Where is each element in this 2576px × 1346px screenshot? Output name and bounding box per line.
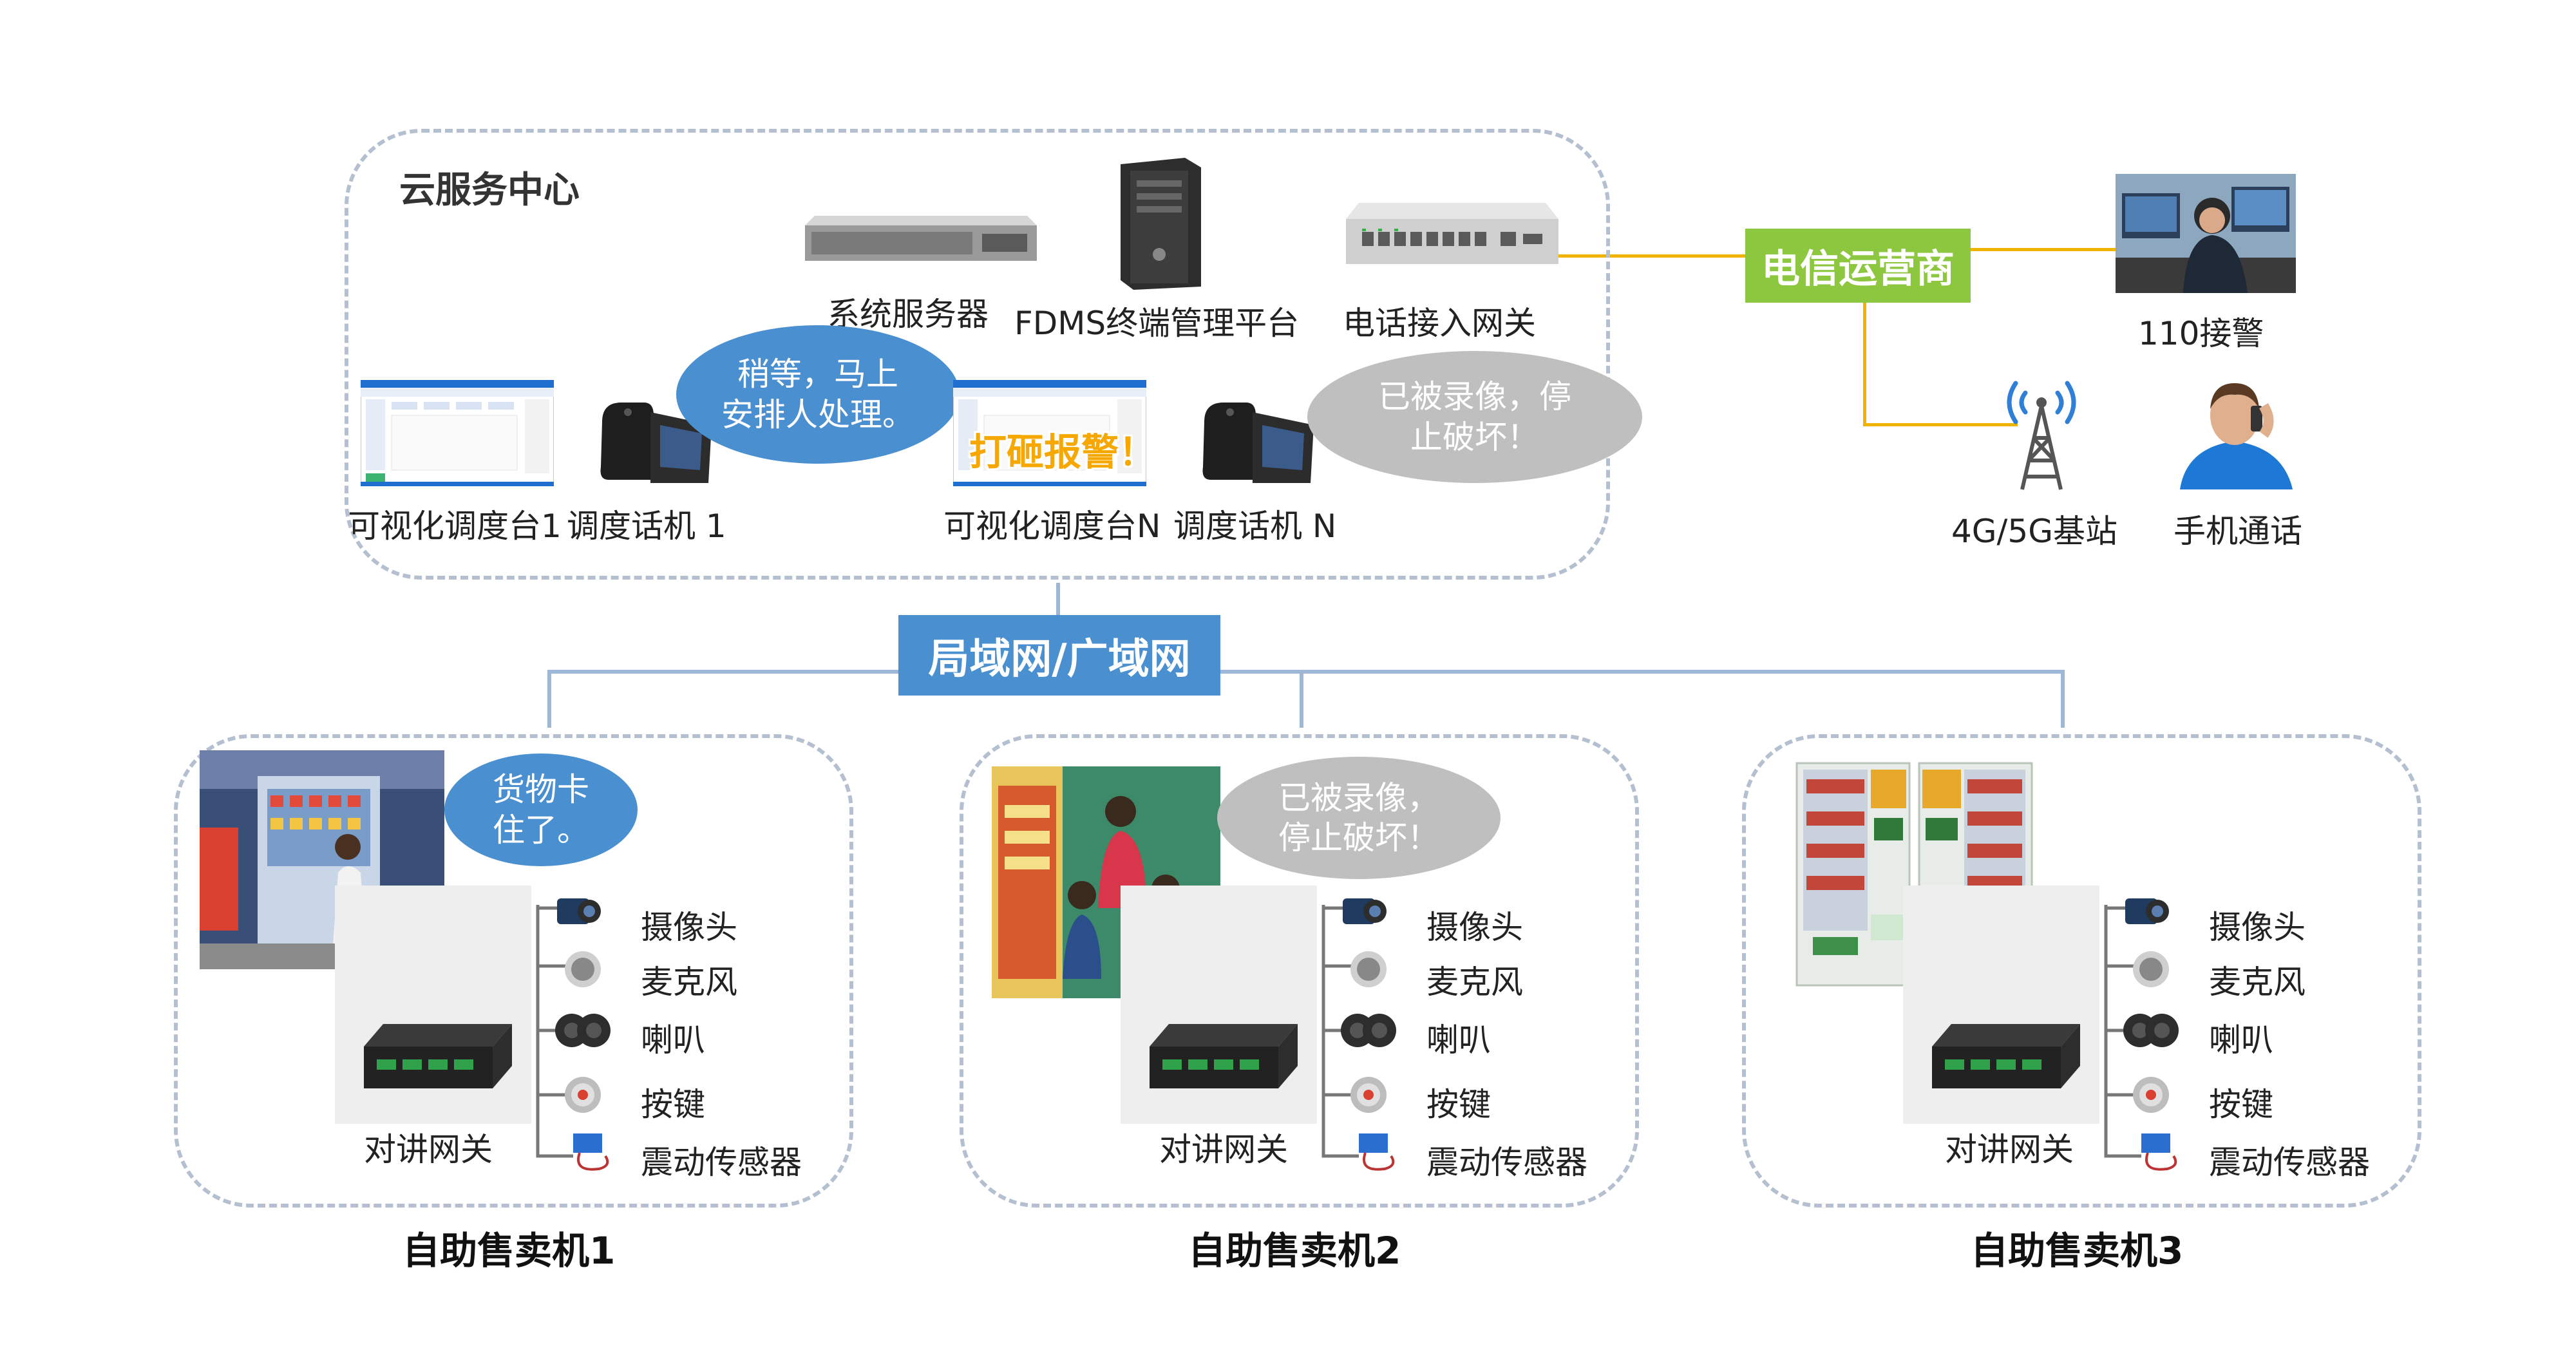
phone-n-label: 调度话机 N bbox=[1173, 507, 1337, 545]
machine-2-microphone-icon bbox=[1346, 947, 1391, 992]
machine-3-camera-icon bbox=[2122, 892, 2174, 931]
machine-3-vibration-sensor-icon bbox=[2128, 1130, 2186, 1175]
desk-phone-n-icon bbox=[1198, 396, 1317, 486]
machine-1-device-speaker: 喇叭 bbox=[641, 1021, 705, 1059]
machine-3-button-icon bbox=[2128, 1072, 2174, 1117]
machine-1-button-icon bbox=[560, 1072, 605, 1117]
console-1-screen bbox=[360, 379, 554, 487]
machine-1-speaker-icon bbox=[554, 1008, 612, 1053]
carrier-to-station-line bbox=[1863, 423, 2018, 426]
mobile-call-label: 手机通话 bbox=[2174, 513, 2302, 550]
machine-3-speaker-icon bbox=[2122, 1008, 2180, 1053]
bus-drop-3 bbox=[2061, 670, 2065, 728]
network-bus-line bbox=[547, 670, 2064, 674]
machine-2-device-speaker: 喇叭 bbox=[1426, 1021, 1491, 1059]
network-badge: 局域网/广域网 bbox=[898, 615, 1220, 696]
machine-3-gateway-label: 对讲网关 bbox=[1945, 1131, 2074, 1168]
machine-2-button-icon bbox=[1346, 1072, 1391, 1117]
machine-2-camera-icon bbox=[1340, 892, 1391, 931]
alarm-overlay: 打砸报警！ bbox=[969, 430, 1157, 474]
machine-2-device-microphone: 麦克风 bbox=[1426, 963, 1523, 1001]
machine-3-device-camera: 摄像头 bbox=[2209, 909, 2306, 946]
machine-1-gateway-label: 对讲网关 bbox=[364, 1131, 493, 1168]
machine-2-title: 自助售卖机2 bbox=[1188, 1229, 1401, 1273]
machine-2-gateway-label: 对讲网关 bbox=[1159, 1131, 1288, 1168]
bus-drop-1 bbox=[547, 670, 551, 728]
gateway-to-carrier-line bbox=[1558, 254, 1758, 258]
machine-2-bubble: 已被录像， 停止破坏！ bbox=[1217, 757, 1501, 879]
system-server-label: 系统服务器 bbox=[828, 296, 989, 333]
machine-1-camera-icon bbox=[554, 892, 605, 931]
police-label: 110接警 bbox=[2138, 315, 2264, 352]
console-n-screen bbox=[952, 379, 1147, 487]
mobile-call-person-image bbox=[2167, 370, 2302, 489]
machine-3-device-button: 按键 bbox=[2209, 1086, 2273, 1123]
fdms-platform-label: FDMS终端管理平台 bbox=[1014, 305, 1300, 342]
carrier-to-police-line bbox=[1971, 248, 2132, 251]
console-n-label: 可视化调度台N bbox=[943, 507, 1161, 545]
cloud-center-zone bbox=[345, 129, 1610, 580]
machine-2-device-camera: 摄像头 bbox=[1426, 909, 1523, 946]
rack-server-icon bbox=[802, 209, 1040, 267]
cloud-to-network-line bbox=[1056, 583, 1060, 625]
machine-3-zone bbox=[1742, 734, 2421, 1208]
console-1-label: 可视化调度台1 bbox=[348, 507, 562, 545]
phone-gateway-icon bbox=[1346, 203, 1558, 267]
carrier-badge: 电信运营商 bbox=[1745, 229, 1971, 303]
machine-2-speaker-icon bbox=[1340, 1008, 1397, 1053]
machine-2-device-vibration: 震动传感器 bbox=[1426, 1144, 1587, 1181]
machine-2-gateway-icon bbox=[1143, 1018, 1304, 1095]
machine-1-microphone-icon bbox=[560, 947, 605, 992]
machine-3-device-microphone: 麦克风 bbox=[2209, 963, 2306, 1001]
tower-server-icon bbox=[1114, 158, 1204, 290]
carrier-down-line bbox=[1863, 303, 1866, 425]
machine-2-device-button: 按键 bbox=[1426, 1086, 1491, 1123]
base-station-icon bbox=[2000, 374, 2083, 493]
machine-1-device-button: 按键 bbox=[641, 1086, 705, 1123]
machine-3-gateway-icon bbox=[1926, 1018, 2087, 1095]
machine-1-title: 自助售卖机1 bbox=[402, 1229, 616, 1273]
machine-3-device-vibration: 震动传感器 bbox=[2209, 1144, 2370, 1181]
machine-3-device-speaker: 喇叭 bbox=[2209, 1021, 2273, 1059]
phone-gateway-label: 电话接入网关 bbox=[1343, 305, 1536, 342]
machine-1-vibration-sensor-icon bbox=[560, 1130, 618, 1175]
bus-drop-2 bbox=[1300, 670, 1303, 728]
bubble-console-1: 稍等，马上 安排人处理。 bbox=[676, 325, 960, 464]
machine-1-gateway-icon bbox=[357, 1018, 518, 1095]
phone-1-label: 调度话机 1 bbox=[567, 507, 726, 545]
cloud-center-title: 云服务中心 bbox=[399, 169, 580, 211]
machine-2-vibration-sensor-icon bbox=[1346, 1130, 1404, 1175]
machine-3-title: 自助售卖机3 bbox=[1971, 1229, 2184, 1273]
machine-1-device-vibration: 震动传感器 bbox=[641, 1144, 802, 1181]
machine-1-device-camera: 摄像头 bbox=[641, 909, 737, 946]
machine-3-microphone-icon bbox=[2128, 947, 2174, 992]
machine-1-device-microphone: 麦克风 bbox=[641, 963, 737, 1001]
machine-1-zone bbox=[174, 734, 853, 1208]
machine-2-zone bbox=[960, 734, 1639, 1208]
machine-1-bubble: 货物卡 住了。 bbox=[444, 754, 638, 866]
police-operator-image bbox=[2116, 174, 2296, 293]
bubble-console-n: 已被录像，停 止破坏！ bbox=[1307, 351, 1642, 483]
base-station-label: 4G/5G基站 bbox=[1951, 513, 2117, 550]
